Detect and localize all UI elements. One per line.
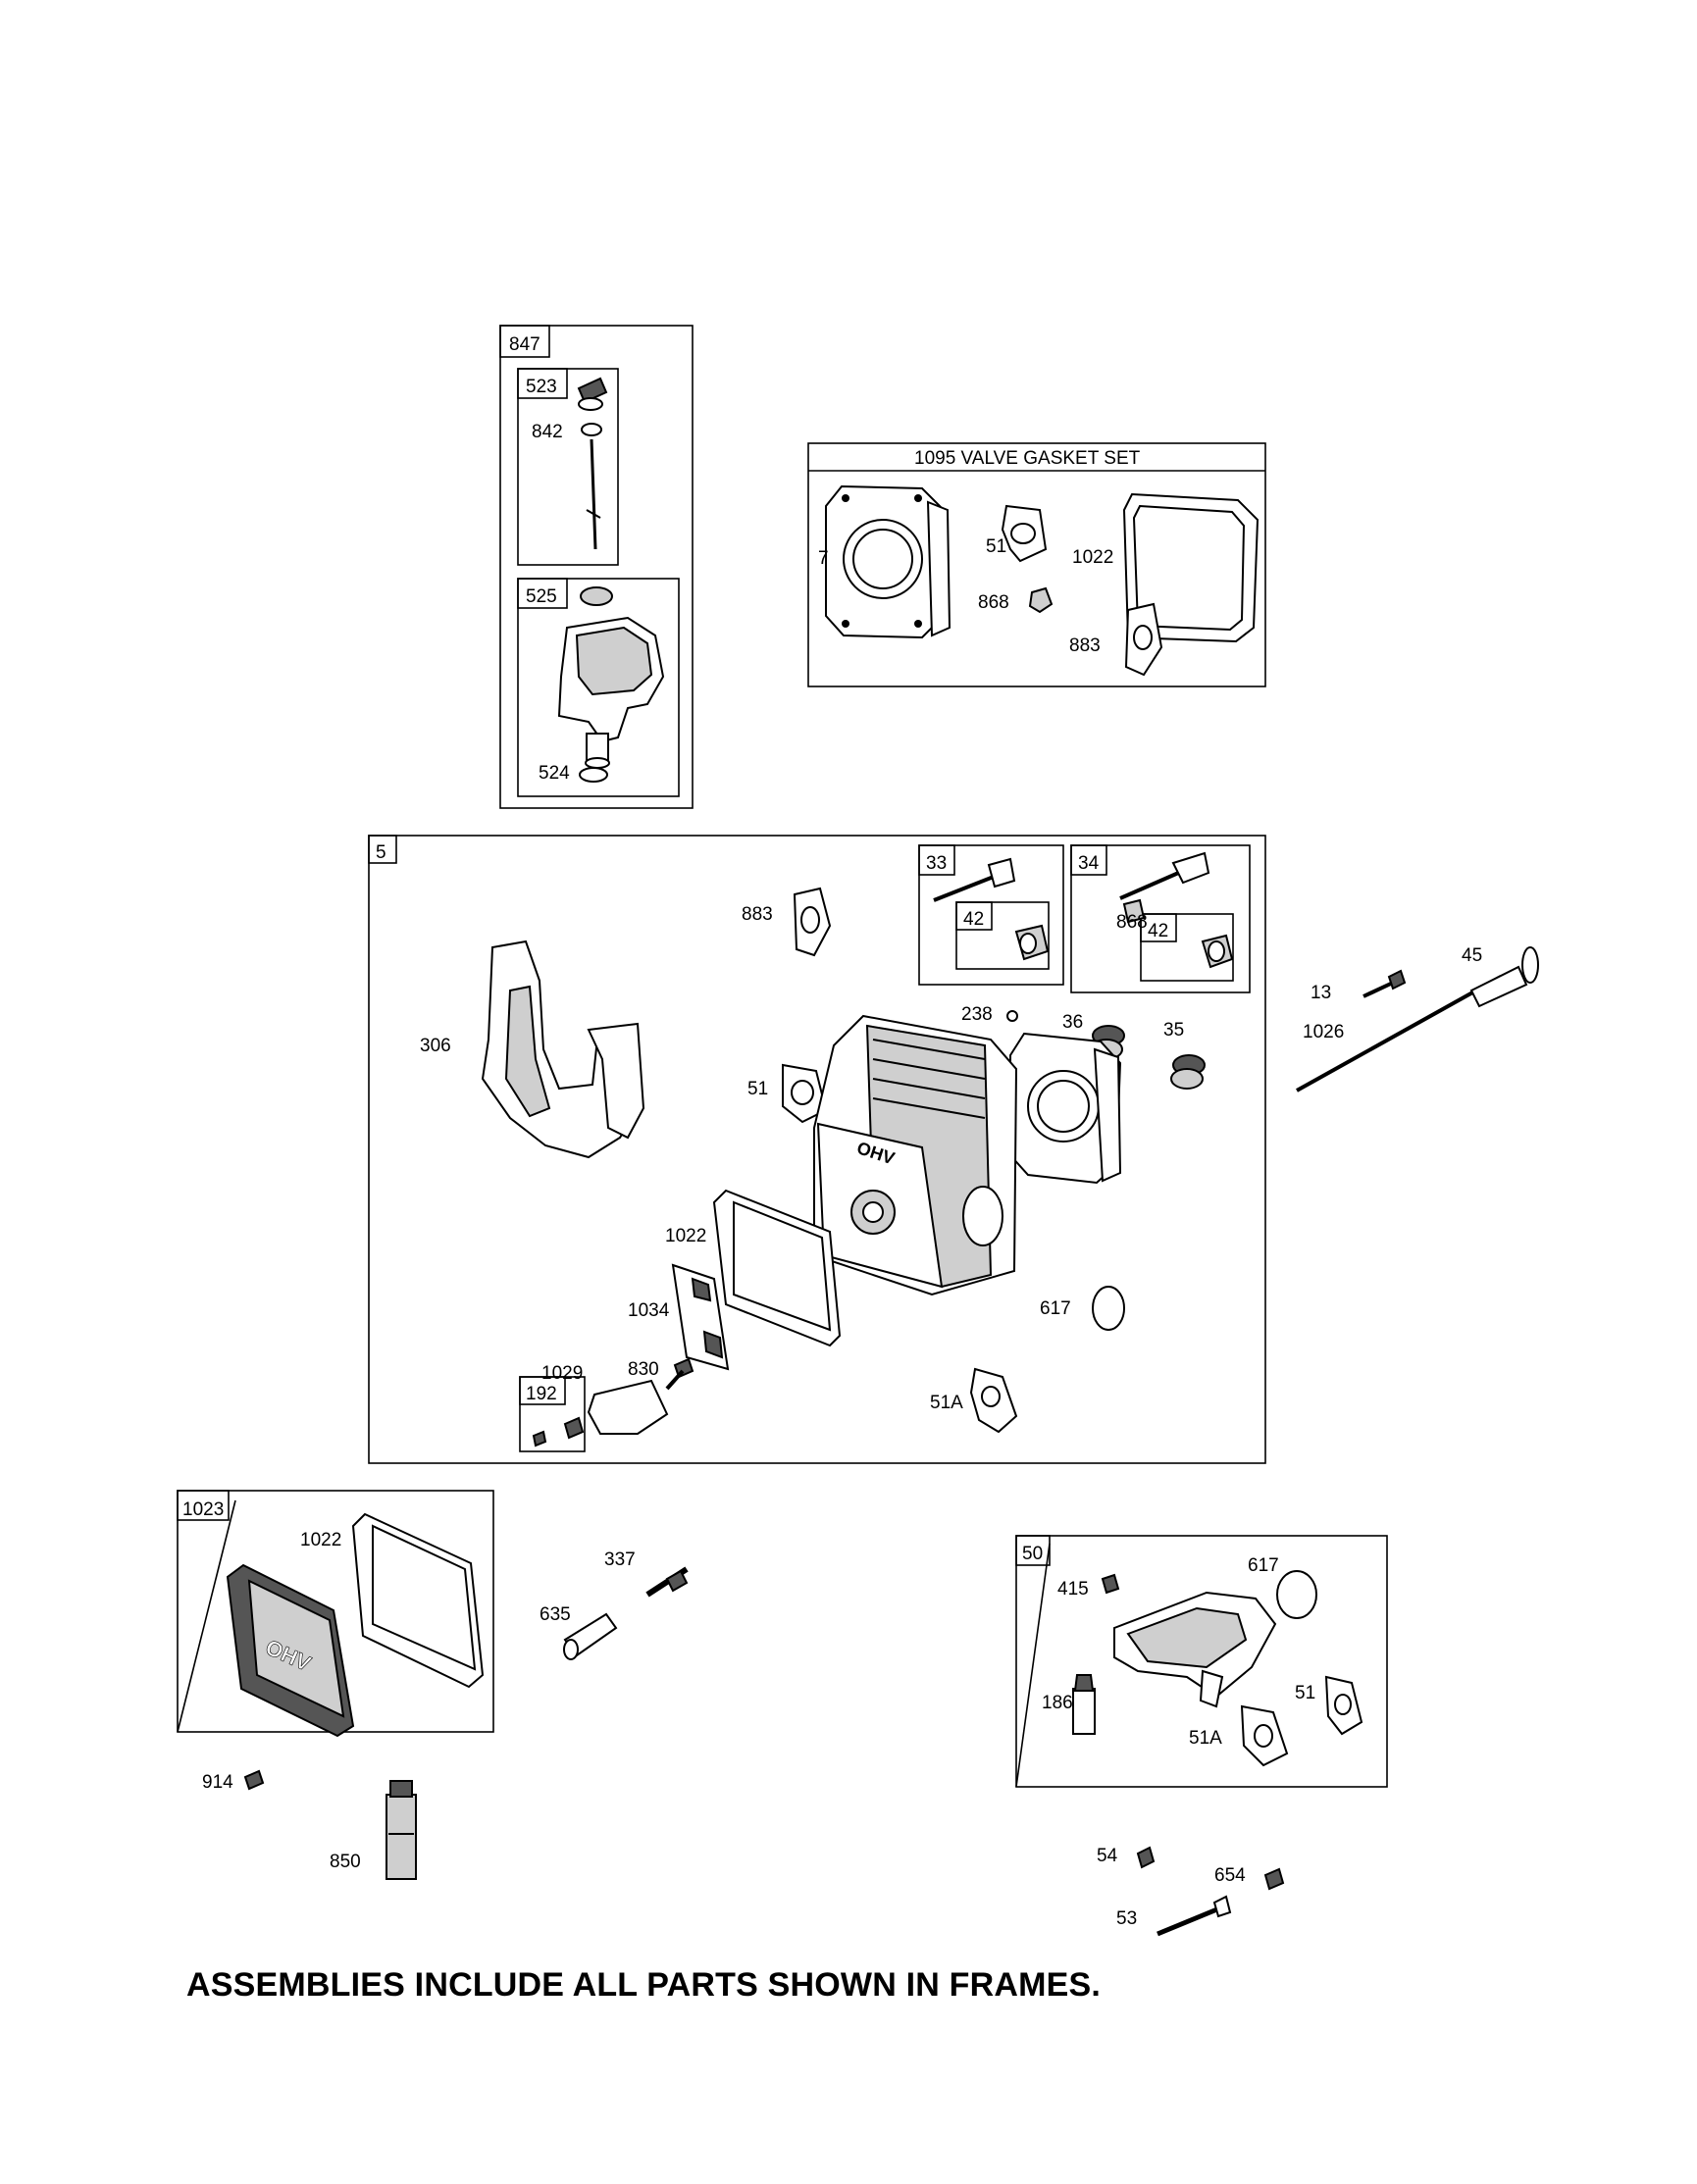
head-gasket-7 — [1009, 1032, 1122, 1185]
frame-525-label: 525 — [526, 586, 557, 607]
sealant-parts — [243, 1769, 417, 1880]
label-654: 654 — [1214, 1865, 1246, 1886]
valve-gasket-set-parts — [825, 484, 1260, 677]
label-h-51A: 51A — [930, 1393, 963, 1413]
frame-33-label: 33 — [926, 853, 947, 874]
label-h-617: 617 — [1040, 1298, 1071, 1319]
frame-1095-label: 1095 VALVE GASKET SET — [914, 448, 1141, 469]
label-vg-51: 51 — [986, 536, 1006, 557]
label-vg-1022: 1022 — [1072, 547, 1113, 568]
label-i-186: 186 — [1042, 1693, 1073, 1713]
rocker-cover: OHV — [226, 1512, 485, 1738]
frame-50: 50 — [1015, 1535, 1388, 1788]
oil-fill-tube — [557, 586, 665, 783]
gasket-883 — [793, 887, 832, 957]
label-h-51: 51 — [747, 1079, 768, 1099]
cylinder-head: OHV — [813, 1014, 1018, 1296]
frame-523-label: 523 — [526, 377, 557, 397]
pushrod-parts — [1296, 946, 1539, 1092]
label-h-238: 238 — [961, 1004, 993, 1025]
label-850: 850 — [330, 1852, 361, 1872]
label-i-617: 617 — [1248, 1555, 1279, 1576]
stud-parts — [1136, 1846, 1285, 1937]
label-vg-883: 883 — [1069, 635, 1101, 656]
label-i-51A: 51A — [1189, 1728, 1222, 1749]
frame-5: 5 33 42 34 42 192 — [368, 835, 1266, 1464]
label-h-35: 35 — [1163, 1020, 1184, 1041]
label-h-1022: 1022 — [665, 1226, 706, 1246]
label-337: 337 — [604, 1549, 636, 1570]
label-842: 842 — [532, 422, 563, 442]
label-h-830: 830 — [628, 1359, 659, 1380]
label-54: 54 — [1097, 1846, 1118, 1866]
valves — [933, 851, 1234, 969]
label-h-868: 868 — [1116, 912, 1148, 933]
label-h-1029: 1029 — [541, 1363, 583, 1384]
intake-manifold — [1072, 1570, 1363, 1767]
assemblies-footer-note: ASSEMBLIES INCLUDE ALL PARTS SHOWN IN FR… — [186, 1966, 1102, 2004]
label-vg-7: 7 — [818, 548, 829, 569]
frame-50-label: 50 — [1022, 1544, 1043, 1564]
label-635: 635 — [540, 1604, 571, 1625]
label-c-1022: 1022 — [300, 1530, 341, 1550]
label-524: 524 — [539, 763, 570, 784]
frame-1023-label: 1023 — [182, 1499, 224, 1520]
gasket-51 — [782, 1063, 828, 1124]
frame-847: 847 523 525 — [499, 325, 694, 809]
label-914: 914 — [202, 1772, 233, 1793]
label-13: 13 — [1311, 983, 1331, 1003]
label-45: 45 — [1462, 945, 1482, 966]
label-53: 53 — [1116, 1908, 1137, 1929]
air-guide-306 — [481, 940, 645, 1159]
label-1026: 1026 — [1303, 1022, 1344, 1042]
label-i-415: 415 — [1057, 1579, 1089, 1600]
label-vg-868: 868 — [978, 592, 1009, 613]
frame-847-label: 847 — [509, 334, 540, 355]
dipstick — [577, 377, 608, 550]
frame-42a-label: 42 — [963, 909, 984, 930]
frame-192-label: 192 — [526, 1384, 557, 1404]
frame-34-label: 34 — [1078, 853, 1100, 874]
frame-42b-label: 42 — [1148, 921, 1168, 941]
rocker-gasket-1022 — [712, 1189, 842, 1347]
label-h-883: 883 — [742, 904, 773, 925]
plug-parts — [563, 1566, 689, 1660]
label-h-306: 306 — [420, 1036, 451, 1056]
frame-5-label: 5 — [376, 842, 386, 863]
frame-1095: 1095 VALVE GASKET SET — [807, 442, 1266, 687]
small-parts-frame5 — [532, 1357, 1018, 1448]
label-i-51: 51 — [1295, 1683, 1315, 1703]
o-ring-617 — [1092, 1286, 1125, 1331]
label-h-36: 36 — [1062, 1012, 1083, 1033]
label-h-1034: 1034 — [628, 1300, 670, 1321]
breather-plate-1034 — [671, 1263, 730, 1371]
